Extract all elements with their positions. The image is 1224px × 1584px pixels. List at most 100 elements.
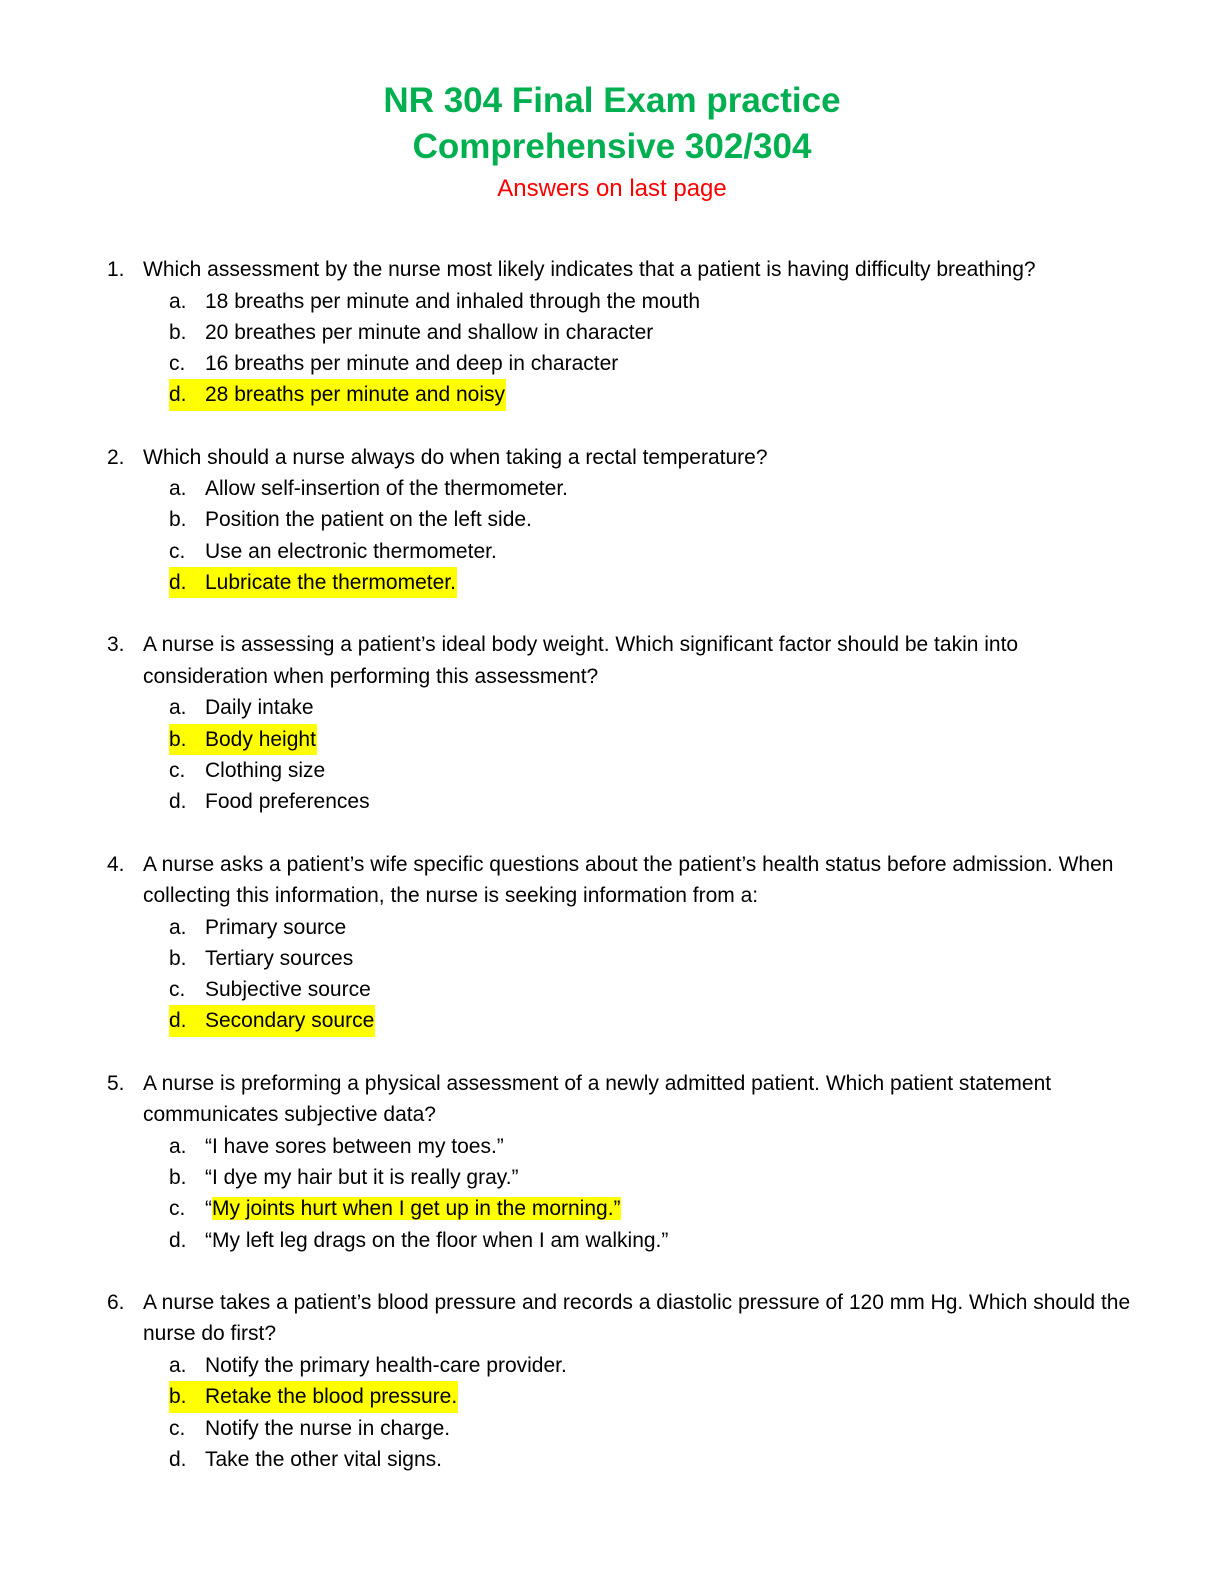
option-c: c. Clothing size: [169, 755, 1147, 786]
option-letter: a.: [169, 477, 187, 501]
question-6: 6. A nurse takes a patient’s blood press…: [107, 1287, 1147, 1475]
option-letter: c.: [169, 758, 186, 782]
question-text: A nurse is preforming a physical assessm…: [143, 1071, 1052, 1127]
option-text: 18 breaths per minute and inhaled throug…: [205, 289, 701, 313]
option-text: Subjective source: [205, 978, 371, 1002]
option-letter: a.: [169, 289, 187, 313]
option-letter: c.: [169, 1416, 186, 1440]
option-a: a. 18 breaths per minute and inhaled thro…: [169, 286, 1147, 317]
option-text: Daily intake: [205, 696, 314, 720]
option-a: a.Notify the primary health-care provide…: [169, 1350, 1147, 1381]
answer-highlight: d. Secondary source: [169, 1005, 376, 1037]
option-b: b. 20 breathes per minute and shallow in …: [169, 317, 1147, 348]
option-b: b. Tertiary sources: [169, 943, 1147, 974]
option-text: “I have sores between my toes.”: [205, 1134, 504, 1158]
answer-highlight: b. Retake the blood pressure.: [169, 1381, 459, 1413]
option-d: d. Food preferences: [169, 786, 1147, 817]
option-text: Allow self-insertion of the thermometer.: [205, 477, 568, 501]
option-text: “My left leg drags on the floor when I a…: [205, 1228, 669, 1252]
option-c: c.Notify the nurse in charge.: [169, 1413, 1147, 1444]
question-text: A nurse asks a patient’s wife specific q…: [143, 852, 1114, 908]
question-text: Which should a nurse always do when taki…: [143, 445, 768, 469]
option-d: d. Take the other vital signs.: [169, 1444, 1147, 1475]
option-letter: c.: [169, 978, 186, 1002]
option-text: 16 breaths per minute and deep in charac…: [205, 352, 619, 376]
question-5: 5. A nurse is preforming a physical asse…: [107, 1068, 1147, 1256]
option-text: 20 breathes per minute and shallow in ch…: [205, 320, 654, 344]
option-letter: b.: [169, 320, 187, 344]
option-a: a.Primary source: [169, 912, 1147, 943]
answer-highlight: d. 28 breaths per minute and noisy: [169, 379, 507, 411]
question-3: 3. A nurse is assessing a patient’s idea…: [107, 629, 1147, 817]
option-letter: d.: [169, 571, 187, 595]
option-b: b. “I dye my hair but it is really gray.”: [169, 1162, 1147, 1193]
option-text: Secondary source: [205, 1009, 375, 1033]
option-d-answer: d. Lubricate the thermometer.: [169, 567, 1147, 599]
answer-highlight: b. Body height: [169, 723, 317, 755]
option-letter: b.: [169, 1166, 187, 1190]
option-a: a. Daily intake: [169, 692, 1147, 723]
option-letter: c.: [169, 539, 186, 563]
option-text: Notify the primary health-care provider.: [205, 1353, 567, 1377]
option-letter: b.: [169, 508, 187, 532]
question-number: 2.: [107, 445, 125, 469]
option-text: My joints hurt when I get up in the morn…: [212, 1197, 621, 1221]
option-list: a. “I have sores between my toes.” b. “I d…: [169, 1131, 1147, 1256]
option-list: a.Notify the primary health-care provide…: [169, 1350, 1147, 1475]
title-line-1: NR 304 Final Exam practice: [383, 81, 841, 120]
option-letter: d.: [169, 1447, 187, 1471]
question-4: 4. A nurse asks a patient’s wife specifi…: [107, 849, 1147, 1037]
option-text: Position the patient on the left side.: [205, 508, 532, 532]
question-number: 6.: [107, 1290, 125, 1314]
question-2: 2. Which should a nurse always do when t…: [107, 442, 1147, 599]
document-header: NR 304 Final Exam practice Comprehensive…: [0, 78, 1224, 206]
subtitle: Answers on last page: [497, 175, 727, 202]
option-letter: c.: [169, 1197, 186, 1221]
question-text: A nurse is assessing a patient’s ideal b…: [143, 633, 1019, 688]
option-c-answer: c. “My joints hurt when I get up in the m…: [169, 1193, 1147, 1224]
option-a: a. “I have sores between my toes.”: [169, 1131, 1147, 1162]
option-text: Retake the blood pressure.: [205, 1385, 458, 1409]
option-letter: b.: [169, 946, 187, 970]
option-letter: b.: [169, 727, 187, 751]
question-1: 1. Which assessment by the nurse most li…: [107, 254, 1147, 411]
option-c: c.Use an electronic thermometer.: [169, 536, 1147, 567]
option-text: “I dye my hair but it is really gray.”: [205, 1166, 519, 1190]
option-letter: d.: [169, 790, 187, 814]
question-number: 3.: [107, 633, 125, 657]
option-text: Food preferences: [205, 790, 370, 814]
option-list: a. 18 breaths per minute and inhaled thro…: [169, 286, 1147, 411]
option-letter: c.: [169, 352, 186, 376]
question-list: 1. Which assessment by the nurse most li…: [107, 254, 1147, 1506]
question-text: A nurse takes a patient’s blood pressure…: [143, 1290, 1131, 1346]
option-list: a.Primary source b. Tertiary sources c. Su…: [169, 912, 1147, 1037]
question-number: 5.: [107, 1071, 125, 1095]
option-text: Lubricate the thermometer.: [205, 571, 456, 595]
option-d: d. “My left leg drags on the floor when I…: [169, 1225, 1147, 1256]
option-letter: b.: [169, 1385, 187, 1409]
option-b-answer: b. Body height: [169, 723, 1147, 755]
option-text: Tertiary sources: [205, 946, 354, 970]
option-letter: a.: [169, 1134, 187, 1158]
opening-quote: “: [205, 1197, 212, 1221]
question-number: 4.: [107, 852, 125, 876]
option-list: a. Allow self-insertion of the thermomete…: [169, 473, 1147, 599]
option-letter: d.: [169, 1228, 187, 1252]
option-b-answer: b. Retake the blood pressure.: [169, 1381, 1147, 1413]
option-letter: d.: [169, 1009, 187, 1033]
option-letter: a.: [169, 696, 187, 720]
option-text: Body height: [205, 727, 316, 751]
question-number: 1.: [107, 258, 125, 281]
option-text: Primary source: [205, 915, 347, 939]
option-d-answer: d. 28 breaths per minute and noisy: [169, 379, 1147, 411]
title-line-2: Comprehensive 302/304: [412, 127, 812, 166]
option-c: c. Subjective source: [169, 974, 1147, 1005]
option-d-answer: d. Secondary source: [169, 1005, 1147, 1037]
option-letter: d.: [169, 383, 187, 407]
option-text: Clothing size: [205, 758, 326, 782]
option-text: 28 breaths per minute and noisy: [205, 383, 506, 407]
answer-highlight: d. Lubricate the thermometer.: [169, 567, 457, 599]
option-text: Take the other vital signs.: [205, 1447, 442, 1471]
option-list: a. Daily intake b. Body height c. Clothing …: [169, 692, 1147, 817]
